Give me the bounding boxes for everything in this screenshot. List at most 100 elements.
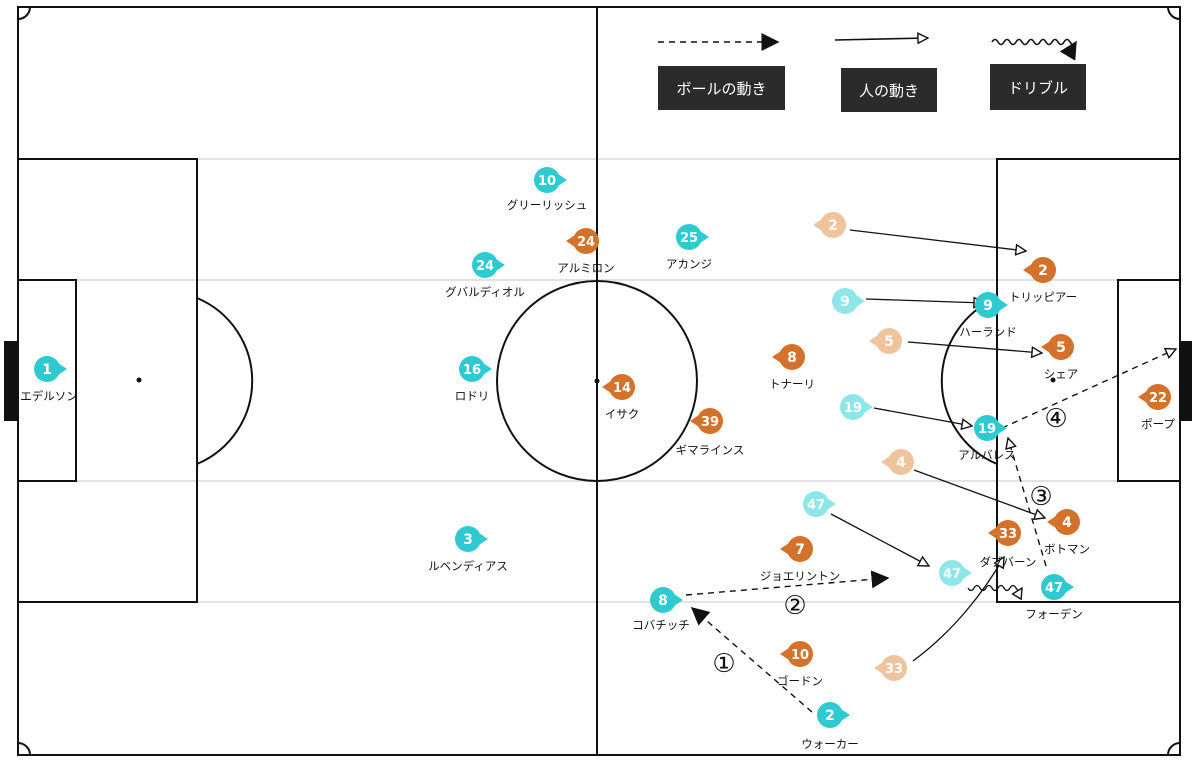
player-token [975, 292, 1001, 318]
player-name-label: ポープ [1141, 417, 1175, 431]
player-direction-marker [558, 174, 567, 186]
player-number: 10 [538, 174, 556, 189]
player-direction-marker [602, 381, 611, 393]
player-token [974, 415, 1000, 441]
player-token [34, 356, 60, 382]
player-name-label: フォーデン [1025, 607, 1083, 621]
player-token [1054, 509, 1080, 535]
player-number: 2 [825, 708, 835, 724]
player-token [840, 394, 866, 420]
player-number: 19 [844, 401, 862, 416]
player-token [534, 167, 560, 193]
player-name-label: トリッピアー [1009, 290, 1077, 304]
ghost-player-token: 9 [832, 288, 865, 314]
ghost-player-token: 47 [939, 560, 972, 586]
player-number: 47 [1045, 581, 1063, 596]
player-number: 9 [840, 294, 850, 310]
player-direction-marker [869, 335, 878, 347]
player-name-label: ギマラインス [676, 443, 745, 457]
player-token [817, 702, 843, 728]
step-3-label: ③ [1029, 482, 1052, 512]
player-direction-marker [1023, 264, 1032, 276]
ghost-player-token: 47 [803, 491, 836, 517]
player-movement-sample [834, 38, 928, 40]
player-direction-marker [674, 594, 683, 606]
arrow-foden-dribble [967, 584, 1022, 591]
player-number: 5 [1056, 340, 1066, 356]
player-direction-marker [813, 219, 822, 231]
player-name-label: トナーリ [769, 377, 815, 391]
player-number: 5 [884, 334, 894, 350]
player-number: 2 [1038, 263, 1048, 279]
player-number: 3 [463, 532, 473, 548]
player-direction-marker [780, 543, 789, 555]
player-number: 16 [463, 363, 481, 378]
dribble-sample [991, 38, 1077, 61]
player-name-label: シェア [1044, 367, 1079, 381]
player-token [676, 224, 702, 250]
player-number: 4 [896, 455, 906, 471]
step-2-label: ② [783, 591, 806, 621]
player-name-label: アルバレス [958, 448, 1015, 462]
player-token [888, 449, 914, 475]
player-direction-marker [988, 527, 997, 539]
pass-1-arrow [690, 607, 813, 713]
penalty-spot-right [1050, 377, 1056, 383]
player-direction-marker [1047, 516, 1056, 528]
player-direction-marker [58, 363, 67, 375]
arrow-botman-run [913, 469, 1045, 518]
ghost-player-token: 19 [840, 394, 873, 420]
player-number: 47 [943, 567, 961, 582]
player-token [1048, 334, 1074, 360]
player-a-24: 24 グバルディオル [445, 252, 525, 299]
player-direction-marker [483, 363, 492, 375]
player-token [650, 587, 676, 613]
player-direction-marker [999, 299, 1008, 311]
player-name-label: アカンジ [666, 257, 712, 271]
player-name-label: アルミロン [557, 261, 614, 275]
arrow-burn-run [912, 557, 1004, 662]
arrow-alvarez-run [873, 407, 972, 426]
player-number: 9 [983, 298, 993, 314]
player-direction-marker [1065, 581, 1074, 593]
player-b-2: 2 トリッピアー [1009, 257, 1077, 304]
step-labels: ① ② ③ ④ [712, 404, 1067, 679]
player-direction-marker [772, 351, 781, 363]
player-token [779, 344, 805, 370]
player-token [1145, 384, 1171, 410]
player-direction-marker [1138, 391, 1147, 403]
player-number: 24 [476, 259, 494, 274]
legend-samples [658, 38, 1077, 61]
ghost-player-token: 2 [813, 212, 846, 238]
player-direction-marker [700, 231, 709, 243]
player-number: 33 [999, 527, 1017, 542]
player-direction-marker [856, 295, 865, 307]
player-direction-marker [566, 235, 575, 247]
player-name-label: ジョエリントン [760, 569, 841, 583]
player-token [876, 328, 902, 354]
player-name-label: グバルディオル [445, 285, 525, 299]
player-direction-marker [780, 648, 789, 660]
player-token [472, 252, 498, 278]
legend-ball-movement: ボールの動き [658, 66, 785, 110]
movement-arrows [830, 229, 1045, 662]
arrow-trippier-run [849, 229, 1026, 251]
player-direction-marker [874, 662, 883, 674]
player-number: 25 [680, 231, 698, 246]
player-number: 8 [658, 593, 668, 609]
player-direction-marker [864, 401, 873, 413]
